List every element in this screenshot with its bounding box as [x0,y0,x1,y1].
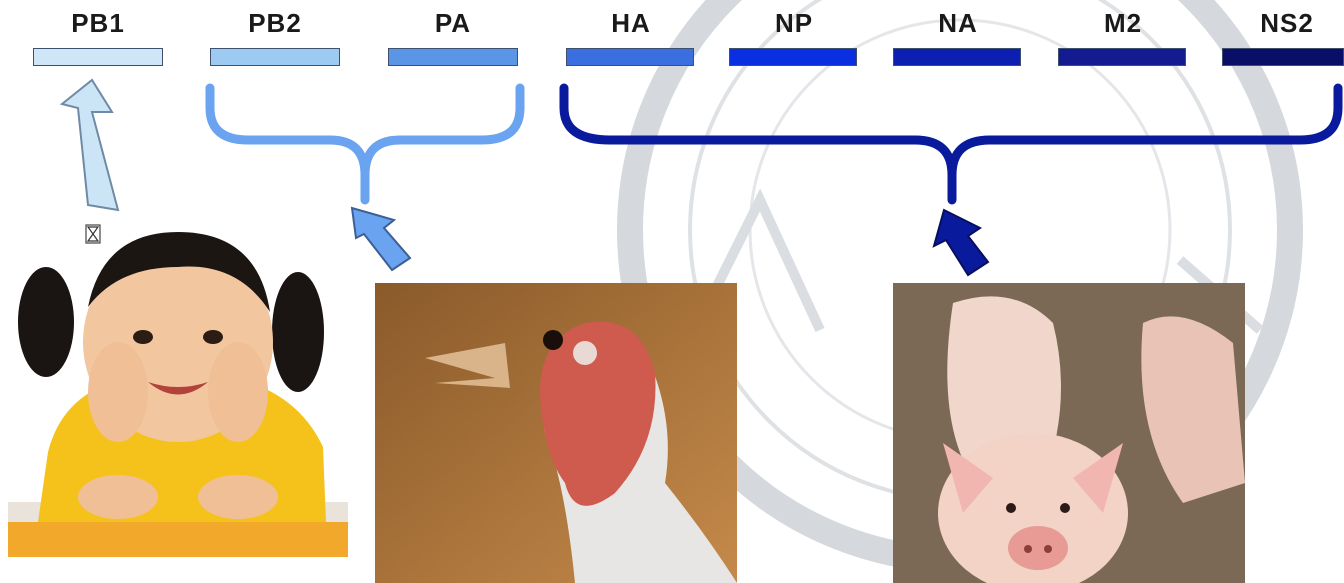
pig-photo [893,283,1245,583]
arrow-up-icon-human [62,80,118,210]
turkey-photo [375,283,737,583]
arrow-up-icon-bird [352,208,410,270]
girl-photo [8,222,348,557]
bracket-pb2-pa [210,88,520,200]
arrow-up-icon-swine [934,210,988,275]
bracket-ha-ns2 [564,88,1338,200]
